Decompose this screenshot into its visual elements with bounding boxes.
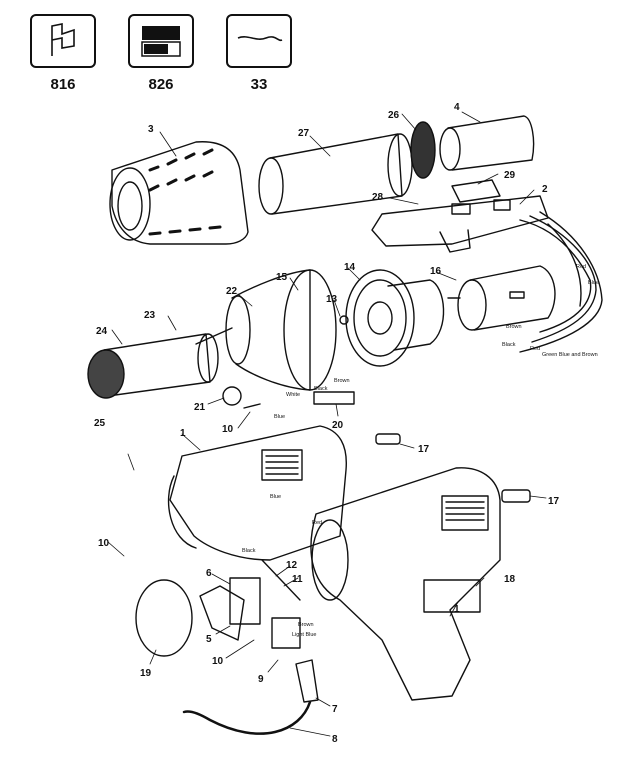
- part-label: 20: [332, 420, 344, 431]
- legend-816: 816: [30, 14, 96, 93]
- connector: [375, 433, 401, 445]
- part-label: 19: [140, 668, 152, 679]
- terminal-block: [313, 391, 355, 405]
- part-label: 28: [372, 192, 384, 203]
- wire-label: Red: [312, 520, 322, 526]
- part-label: 25: [94, 418, 106, 429]
- part-label: 17: [548, 496, 560, 507]
- part-label: 10: [212, 656, 224, 667]
- connector: [501, 489, 531, 503]
- wire-label: Green Blue and Brown: [542, 352, 598, 358]
- part-label: 7: [332, 704, 338, 715]
- part-label: 29: [504, 170, 516, 181]
- power-cord: [182, 659, 319, 735]
- part-label: 26: [388, 110, 400, 121]
- legend-label: 33: [250, 76, 268, 93]
- part-label: 13: [326, 294, 338, 305]
- fan-assembly: [345, 269, 445, 367]
- part-label: 4: [454, 102, 460, 113]
- wire-label: Brown: [506, 324, 522, 330]
- part-label: 23: [144, 310, 156, 321]
- switch-assembly: [371, 195, 549, 253]
- wire-label: Brown: [298, 622, 314, 628]
- part-label: 6: [206, 568, 212, 579]
- part-label: 9: [258, 674, 264, 685]
- wire-label: Red: [530, 346, 540, 352]
- front-shroud: [109, 141, 249, 245]
- part-label: 22: [226, 286, 238, 297]
- legend-label: 816: [50, 76, 76, 93]
- wire-label: Light Blue: [292, 632, 316, 638]
- heating-element: [87, 333, 219, 399]
- screw: [339, 315, 349, 325]
- part-label: 24: [96, 326, 108, 337]
- outer-tube: [439, 115, 535, 171]
- switch-parts: [199, 559, 301, 649]
- wire-labels: Red Blue Brown Black Red Green Blue and …: [242, 264, 599, 638]
- wire-bundle: [519, 211, 603, 353]
- o-ring: [135, 579, 193, 657]
- leader-lines: [107, 111, 547, 737]
- part-label: 5: [206, 634, 212, 645]
- flag-icon: [30, 14, 96, 68]
- heater-tube: [258, 133, 413, 215]
- screw: [243, 403, 261, 409]
- part-label: 12: [286, 560, 298, 571]
- part-label: 16: [430, 266, 442, 277]
- wire-icon: [226, 14, 292, 68]
- legend-label: 826: [148, 76, 174, 93]
- part-label: 21: [194, 402, 206, 413]
- part-label: 15: [276, 272, 288, 283]
- housing-half-left: [167, 425, 347, 561]
- part-label: 14: [344, 262, 356, 273]
- part-label: 1: [454, 604, 460, 615]
- part-label: 1: [180, 428, 186, 439]
- wire-label: Red: [576, 264, 586, 270]
- heater-housing: [195, 269, 337, 391]
- wire-label: Blue: [588, 280, 599, 286]
- part-label: 10: [222, 424, 234, 435]
- part-label: 11: [292, 574, 303, 585]
- split-box-icon: [128, 14, 194, 68]
- mesh-screen: [410, 121, 436, 179]
- wire-label: Black: [502, 342, 516, 348]
- part-label: 3: [148, 124, 154, 135]
- part-label: 10: [98, 538, 110, 549]
- wire-label: Brown: [334, 378, 350, 384]
- part-label: 27: [298, 128, 310, 139]
- part-labels: 3 27 26 4 29 28 2 22 15 14 16 13 23 24 2…: [94, 102, 560, 745]
- washer: [222, 386, 242, 406]
- part-label: 18: [504, 574, 516, 585]
- wire-label: Blue: [270, 494, 281, 500]
- part-label: 2: [542, 184, 548, 195]
- wire-label: Blue: [274, 414, 285, 420]
- wire-label: White: [286, 392, 300, 398]
- motor: [447, 265, 556, 331]
- part-label: 8: [332, 734, 338, 745]
- part-label: 17: [418, 444, 430, 455]
- wire-label: Black: [242, 548, 256, 554]
- legend-33: 33: [226, 14, 292, 93]
- switch-cover: [451, 179, 501, 203]
- housing-half-right: [310, 467, 501, 701]
- wire-label: Black: [314, 386, 328, 392]
- legend-826: 826: [128, 14, 194, 93]
